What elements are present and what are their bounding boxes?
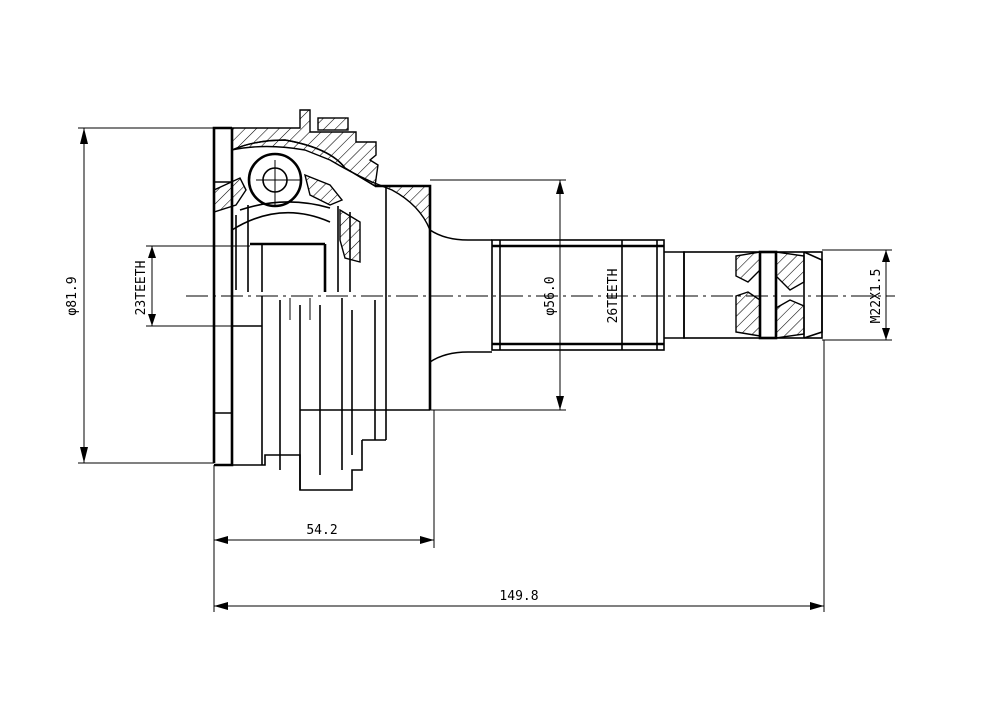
stem-shaft	[429, 229, 823, 363]
label-thread: M22X1.5	[869, 269, 884, 324]
label-overall-length: 149.8	[499, 589, 538, 604]
dim-thread	[822, 249, 892, 341]
label-outer-spline: 26TEETH	[606, 269, 621, 324]
dim-seal-diameter	[430, 179, 566, 411]
bell-housing	[212, 109, 432, 491]
ball	[247, 152, 303, 208]
dim-bell-length	[213, 410, 435, 612]
boot-clamp	[317, 117, 349, 131]
label-outer-diameter: φ81.9	[65, 276, 80, 315]
dim-inner-spline	[146, 245, 250, 327]
label-seal-diameter: φ56.0	[543, 276, 558, 315]
label-bell-length: 54.2	[306, 523, 337, 538]
dim-outer-diameter	[78, 127, 214, 464]
label-inner-spline: 23TEETH	[134, 261, 149, 316]
inner-race	[232, 296, 376, 490]
ball-cage	[213, 152, 361, 292]
dim-overall-length	[214, 340, 825, 612]
outer-spline-section	[491, 239, 665, 351]
